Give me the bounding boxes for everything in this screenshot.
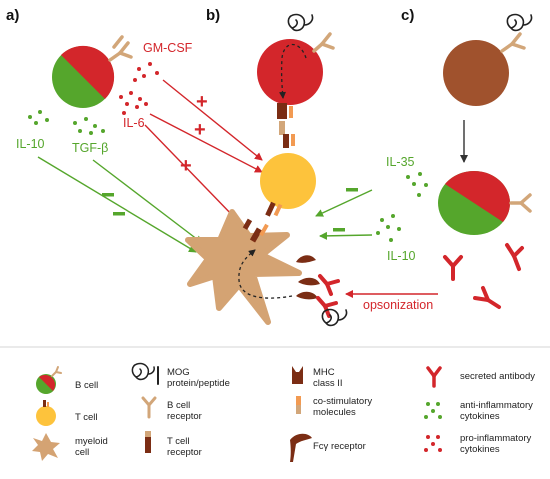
t-cell-receptor-bottom [265,201,283,217]
legend-tcr-line1: T cell [167,436,190,447]
arrow-il6-to-myeloid [144,124,236,219]
bound-antibody-2 [316,296,338,318]
internalization-arrow-b [279,43,307,99]
b-cell-receptor-c2 [509,193,532,213]
legend-tcr-line2: receptor [167,447,202,458]
arrow-il10-to-myeloid [319,231,373,240]
legend-bcr-line1: B cell [167,400,190,411]
b-cell-split-c [438,170,511,235]
b-cell-receptor-b [312,32,335,53]
legend-bcr-line2: receptor [167,411,202,422]
legend-anti-line2: cytokines [460,411,500,422]
label-tgfb: TGF-β [72,141,108,155]
arrow-il10-to-myeloid [37,156,197,253]
minus-sign-2 [113,212,125,216]
legend-fcgr-icon [290,433,312,462]
legend-pro-line2: cytokines [460,444,500,455]
legend-b-cell-icon [36,366,62,394]
arrow-il6-to-t-cell [149,113,263,173]
label-gmcsf: GM-CSF [143,41,193,55]
t-cell [260,153,316,209]
legend-antibody-label: secreted antibody [460,371,535,382]
arrow-il35-to-myeloid [315,189,373,217]
anti-inflammatory-dots-il10-b [376,214,401,242]
pro-inflammatory-dots-il6 [119,91,148,115]
plus-sign-1: + [196,91,208,113]
anti-inflammatory-dots-il10-a [28,110,49,125]
legend-myeloid-cell-icon [32,433,60,461]
legend-t-cell-label: T cell [75,412,98,423]
arrow-tgfb-to-myeloid [92,159,203,244]
legend-mhc-line1: MHC [313,367,335,378]
legend-pro-line1: pro-inflammatory [460,433,532,444]
legend-mog-line2: protein/peptide [167,378,230,389]
mhc-on-myeloid [242,218,269,243]
legend-anti-inflammatory-icon [424,402,442,419]
legend-costim-line2: molecules [313,407,356,418]
legend-myeloid-line2: cell [75,447,89,458]
legend-mog-icon [131,362,159,385]
arrow-gmcsf-to-t-cell [162,79,263,161]
legend-costim-line1: co-stimulatory [313,396,372,407]
legend-anti-line1: anti-inflammatory [460,400,533,411]
tcr-link-b [279,121,285,135]
pro-inflammatory-dots-gmcsf [133,62,159,82]
anti-inflammatory-dots-il35 [406,172,428,197]
plus-sign-2: + [194,119,206,141]
panel-label-c: c) [401,7,414,24]
legend-mhc-icon [292,366,303,384]
legend-antibody-icon [426,366,442,388]
label-il35: IL-35 [386,155,415,169]
costim-b-2 [291,134,295,146]
legend-bcr-icon [141,396,157,419]
legend-b-cell-label: B cell [75,380,98,391]
legend-pro-inflammatory-icon [424,435,442,452]
internalization-arrow-myeloid [238,249,293,299]
legend-myeloid-line1: myeloid [75,436,108,447]
label-il10-b: IL-10 [387,249,416,263]
anti-inflammatory-dots-tgfb [73,117,105,135]
label-opsonization: opsonization [363,298,433,312]
legend-costim-icon [296,396,301,414]
mog-myeloid [321,308,348,327]
plus-sign-3: + [180,155,192,177]
legend-mhc-line2: class II [313,378,343,389]
mog-c-top [506,13,533,32]
minus-sign-1 [102,193,114,197]
panel-label-b: b) [206,7,220,24]
legend-tcr-icon [145,431,151,453]
secreted-antibody-c3 [473,286,501,309]
legend-mog-line1: MOG [167,367,190,378]
b-cell-brown-c [443,40,509,106]
t-cell-receptor-b [283,134,289,148]
bound-antibody-1 [318,274,340,296]
b-cell-red-b [257,39,323,105]
label-il6: IL-6 [123,116,145,130]
b-cell-receptor-c [500,32,526,53]
label-il10-a: IL-10 [16,137,45,151]
minus-sign-3 [346,188,358,192]
mhc-class-ii-b [277,103,287,119]
costim-b-1 [289,106,293,118]
myeloid-cell [185,209,302,325]
legend-t-cell-icon [36,400,56,426]
legend-fcgr-label: Fcγ receptor [313,441,366,452]
b-cell-a [52,45,115,108]
secreted-antibody-c2 [505,243,524,271]
mog-b-top [287,13,314,32]
b-cell-receptor-a [108,35,133,62]
panel-label-a: a) [6,7,19,24]
fc-gamma-receptors-myeloid [296,255,320,300]
minus-sign-4 [333,228,345,232]
secreted-antibody-c1 [443,255,463,281]
